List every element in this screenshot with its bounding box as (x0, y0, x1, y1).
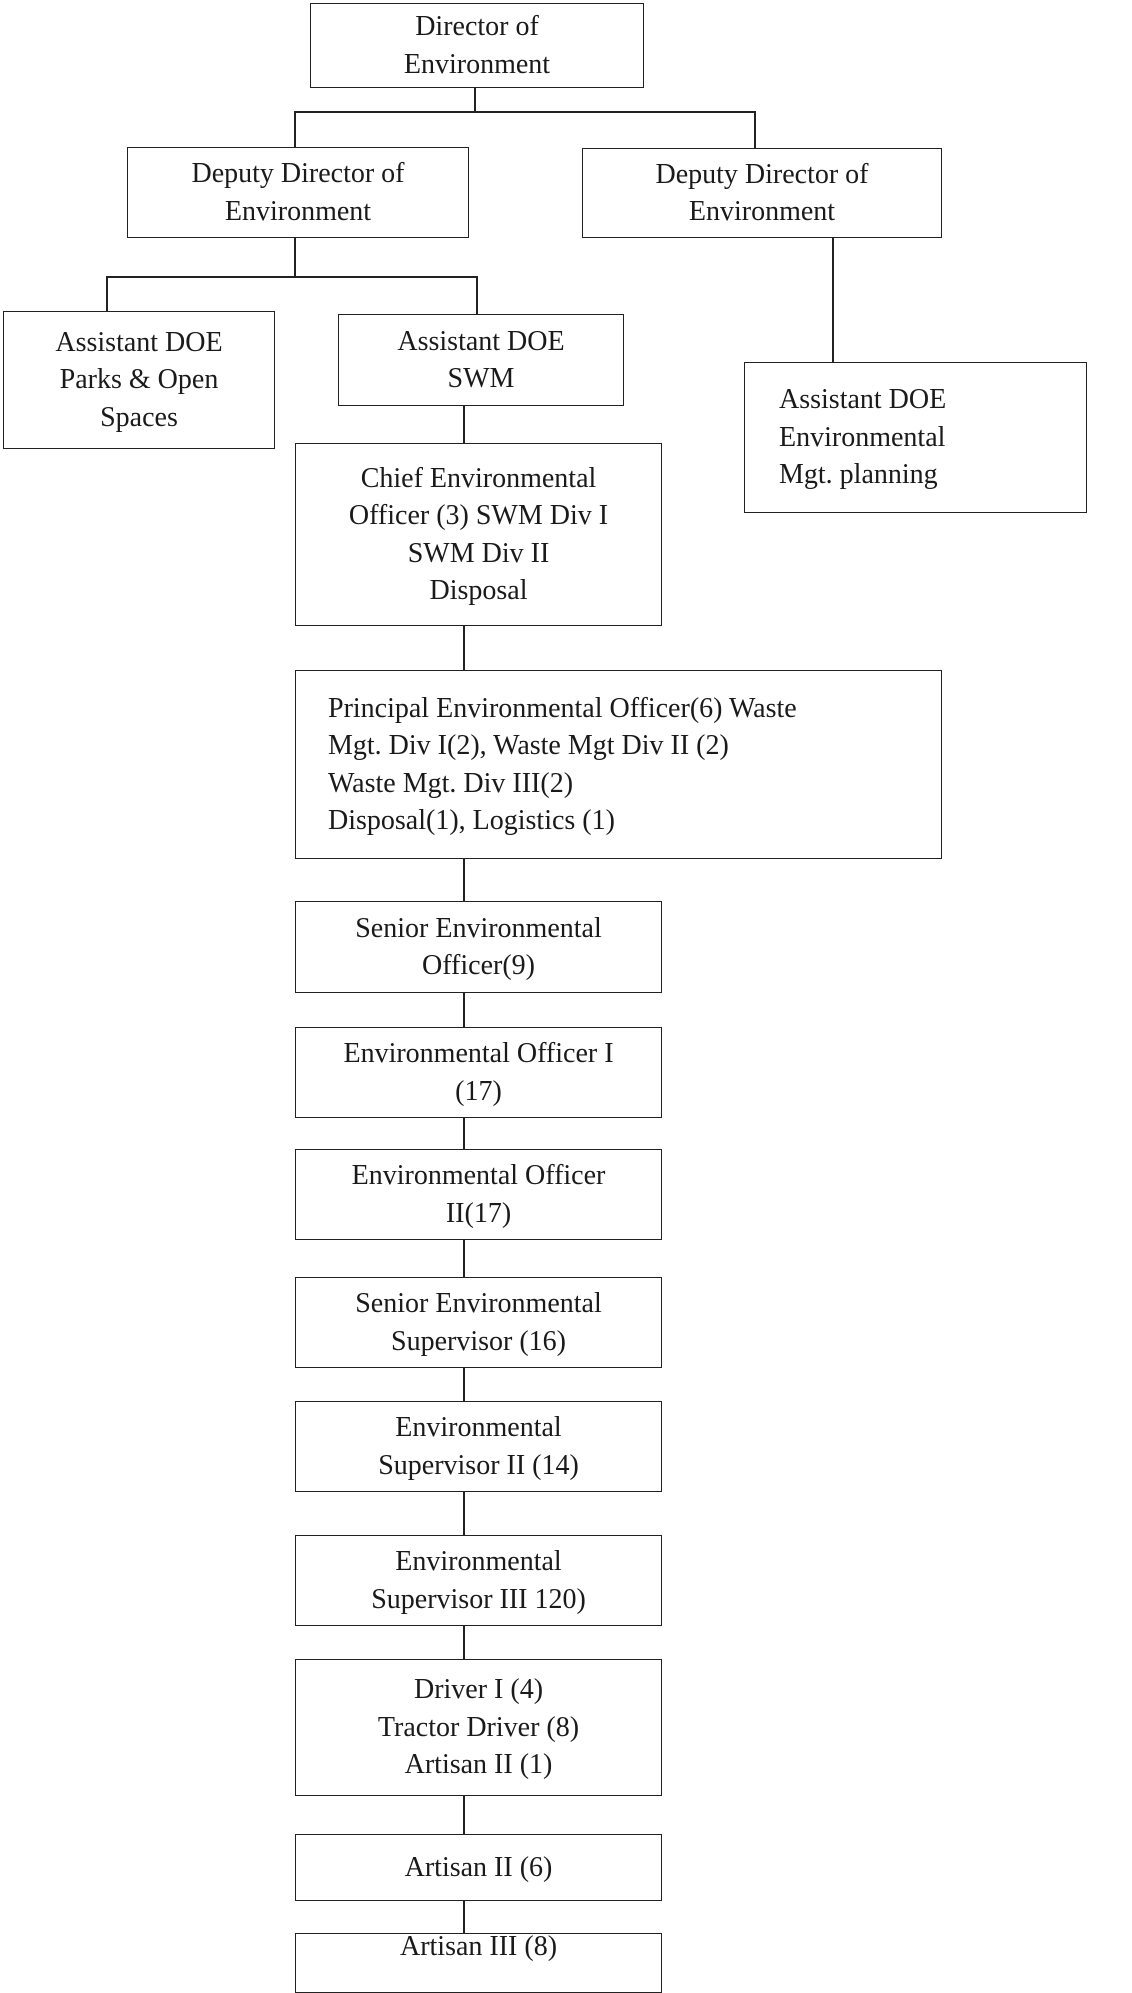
deputy-director-left-box: Deputy Director of Environment (127, 147, 469, 238)
box-text-line: Mgt. planning (779, 459, 938, 491)
connector-senior-officer1 (463, 993, 465, 1027)
box-text-line: Disposal (429, 575, 528, 606)
connector-seniorsup-sup2 (463, 1368, 465, 1401)
connector-sup2-sup3 (463, 1492, 465, 1535)
director-box: Director of Environment (310, 3, 644, 88)
connector-swm-chief (463, 406, 465, 443)
artisan-3-box: Artisan III (8) (295, 1931, 662, 1993)
box-text-line: Parks & Open (59, 364, 219, 396)
director-label: Director of Environment (311, 8, 643, 83)
box-text-line: Environment (224, 195, 372, 227)
connector-officer2-seniorsup (463, 1240, 465, 1277)
box-text-line: Environment (688, 196, 836, 227)
connector-deputies-bar (294, 111, 756, 113)
connector-principal-senior (463, 859, 465, 901)
box-text-line: Environmental (779, 421, 946, 453)
box-text-line: Driver I (4) (413, 1674, 544, 1706)
box-text-line: (17) (455, 1075, 502, 1107)
box-text-line: II(17) (445, 1197, 512, 1229)
box-text-line: Officer (3) SWM Div I (348, 500, 609, 531)
principal-officer-box: Principal Environmental Officer(6) Waste… (295, 670, 942, 859)
box-text-line: SWM Div II (407, 537, 550, 569)
connector-assistant-swm-up (476, 276, 478, 314)
connector-assistants-bar (106, 276, 478, 278)
artisan-2-label: Artisan II (6) (296, 1849, 661, 1887)
drivers-box: Driver I (4) Tractor Driver (8) Artisan II… (295, 1659, 662, 1796)
officer-1-label: Environmental Officer I (17) (296, 1035, 661, 1110)
box-text-line: Artisan II (6) (404, 1851, 553, 1883)
connector-officer1-officer2 (463, 1118, 465, 1149)
drivers-label: Driver I (4) Tractor Driver (8) Artisan II… (296, 1671, 661, 1784)
connector-deputy-right-up (754, 111, 756, 148)
artisan-3-label: Artisan III (8) (296, 1928, 661, 1966)
box-text-line: Assistant DOE (779, 384, 947, 416)
box-text-line: Assistant DOE (55, 326, 223, 358)
box-text-line: Supervisor (16) (391, 1325, 566, 1357)
box-text-line: Tractor Driver (8) (377, 1711, 580, 1743)
connector-director-down (474, 88, 476, 113)
box-text-line: Environmental Officer (351, 1160, 606, 1191)
box-text-line: Senior Environmental (355, 1288, 602, 1319)
box-text-line: Environment (403, 48, 551, 80)
box-text-line: Senior Environmental (355, 912, 602, 944)
box-text-line: Deputy Director of (191, 158, 405, 189)
box-text-line: Disposal(1), Logistics (1) (328, 805, 615, 836)
box-text-line: Principal Environmental Officer(6) Waste (328, 692, 797, 724)
connector-deputy-right-down (832, 238, 834, 362)
officer-1-box: Environmental Officer I (17) (295, 1027, 662, 1118)
connector-assistant-parks-up (106, 276, 108, 311)
assistant-swm-box: Assistant DOE SWM (338, 314, 624, 406)
connector-sup3-drivers (463, 1626, 465, 1659)
box-text-line: Supervisor II (14) (378, 1449, 579, 1481)
box-text-line: Supervisor III 120) (371, 1583, 586, 1615)
connector-deputy-left-up (294, 111, 296, 147)
box-text-line: Environmental (395, 1412, 562, 1443)
deputy-director-right-box: Deputy Director of Environment (582, 148, 942, 238)
box-text-line: Environmental (395, 1546, 562, 1577)
artisan-2-box: Artisan II (6) (295, 1834, 662, 1901)
box-text-line: Artisan III (8) (399, 1931, 558, 1962)
box-text-line: Mgt. Div I(2), Waste Mgt Div II (2) (328, 730, 729, 761)
connector-chief-principal (463, 626, 465, 670)
connector-drivers-artisan2 (463, 1796, 465, 1834)
assistant-swm-label: Assistant DOE SWM (339, 323, 623, 398)
box-text-line: SWM (447, 363, 515, 394)
box-text-line: Deputy Director of (655, 158, 869, 190)
box-text-line: Chief Environmental (360, 462, 597, 494)
connector-deputy-left-down (294, 238, 296, 278)
deputy-director-left-label: Deputy Director of Environment (128, 155, 468, 230)
connector-artisan2-artisan3 (463, 1901, 465, 1933)
box-text-line: Officer(9) (422, 950, 535, 981)
principal-officer-label: Principal Environmental Officer(6) Waste… (328, 690, 941, 840)
box-text-line: Director of (415, 11, 539, 42)
box-text-line: Waste Mgt. Div III(2) (328, 767, 574, 799)
box-text-line: Environmental Officer I (343, 1038, 614, 1069)
deputy-director-right-label: Deputy Director of Environment (583, 156, 941, 231)
box-text-line: Spaces (100, 401, 178, 433)
box-text-line: Assistant DOE (397, 325, 565, 357)
box-text-line: Artisan II (1) (404, 1749, 553, 1781)
